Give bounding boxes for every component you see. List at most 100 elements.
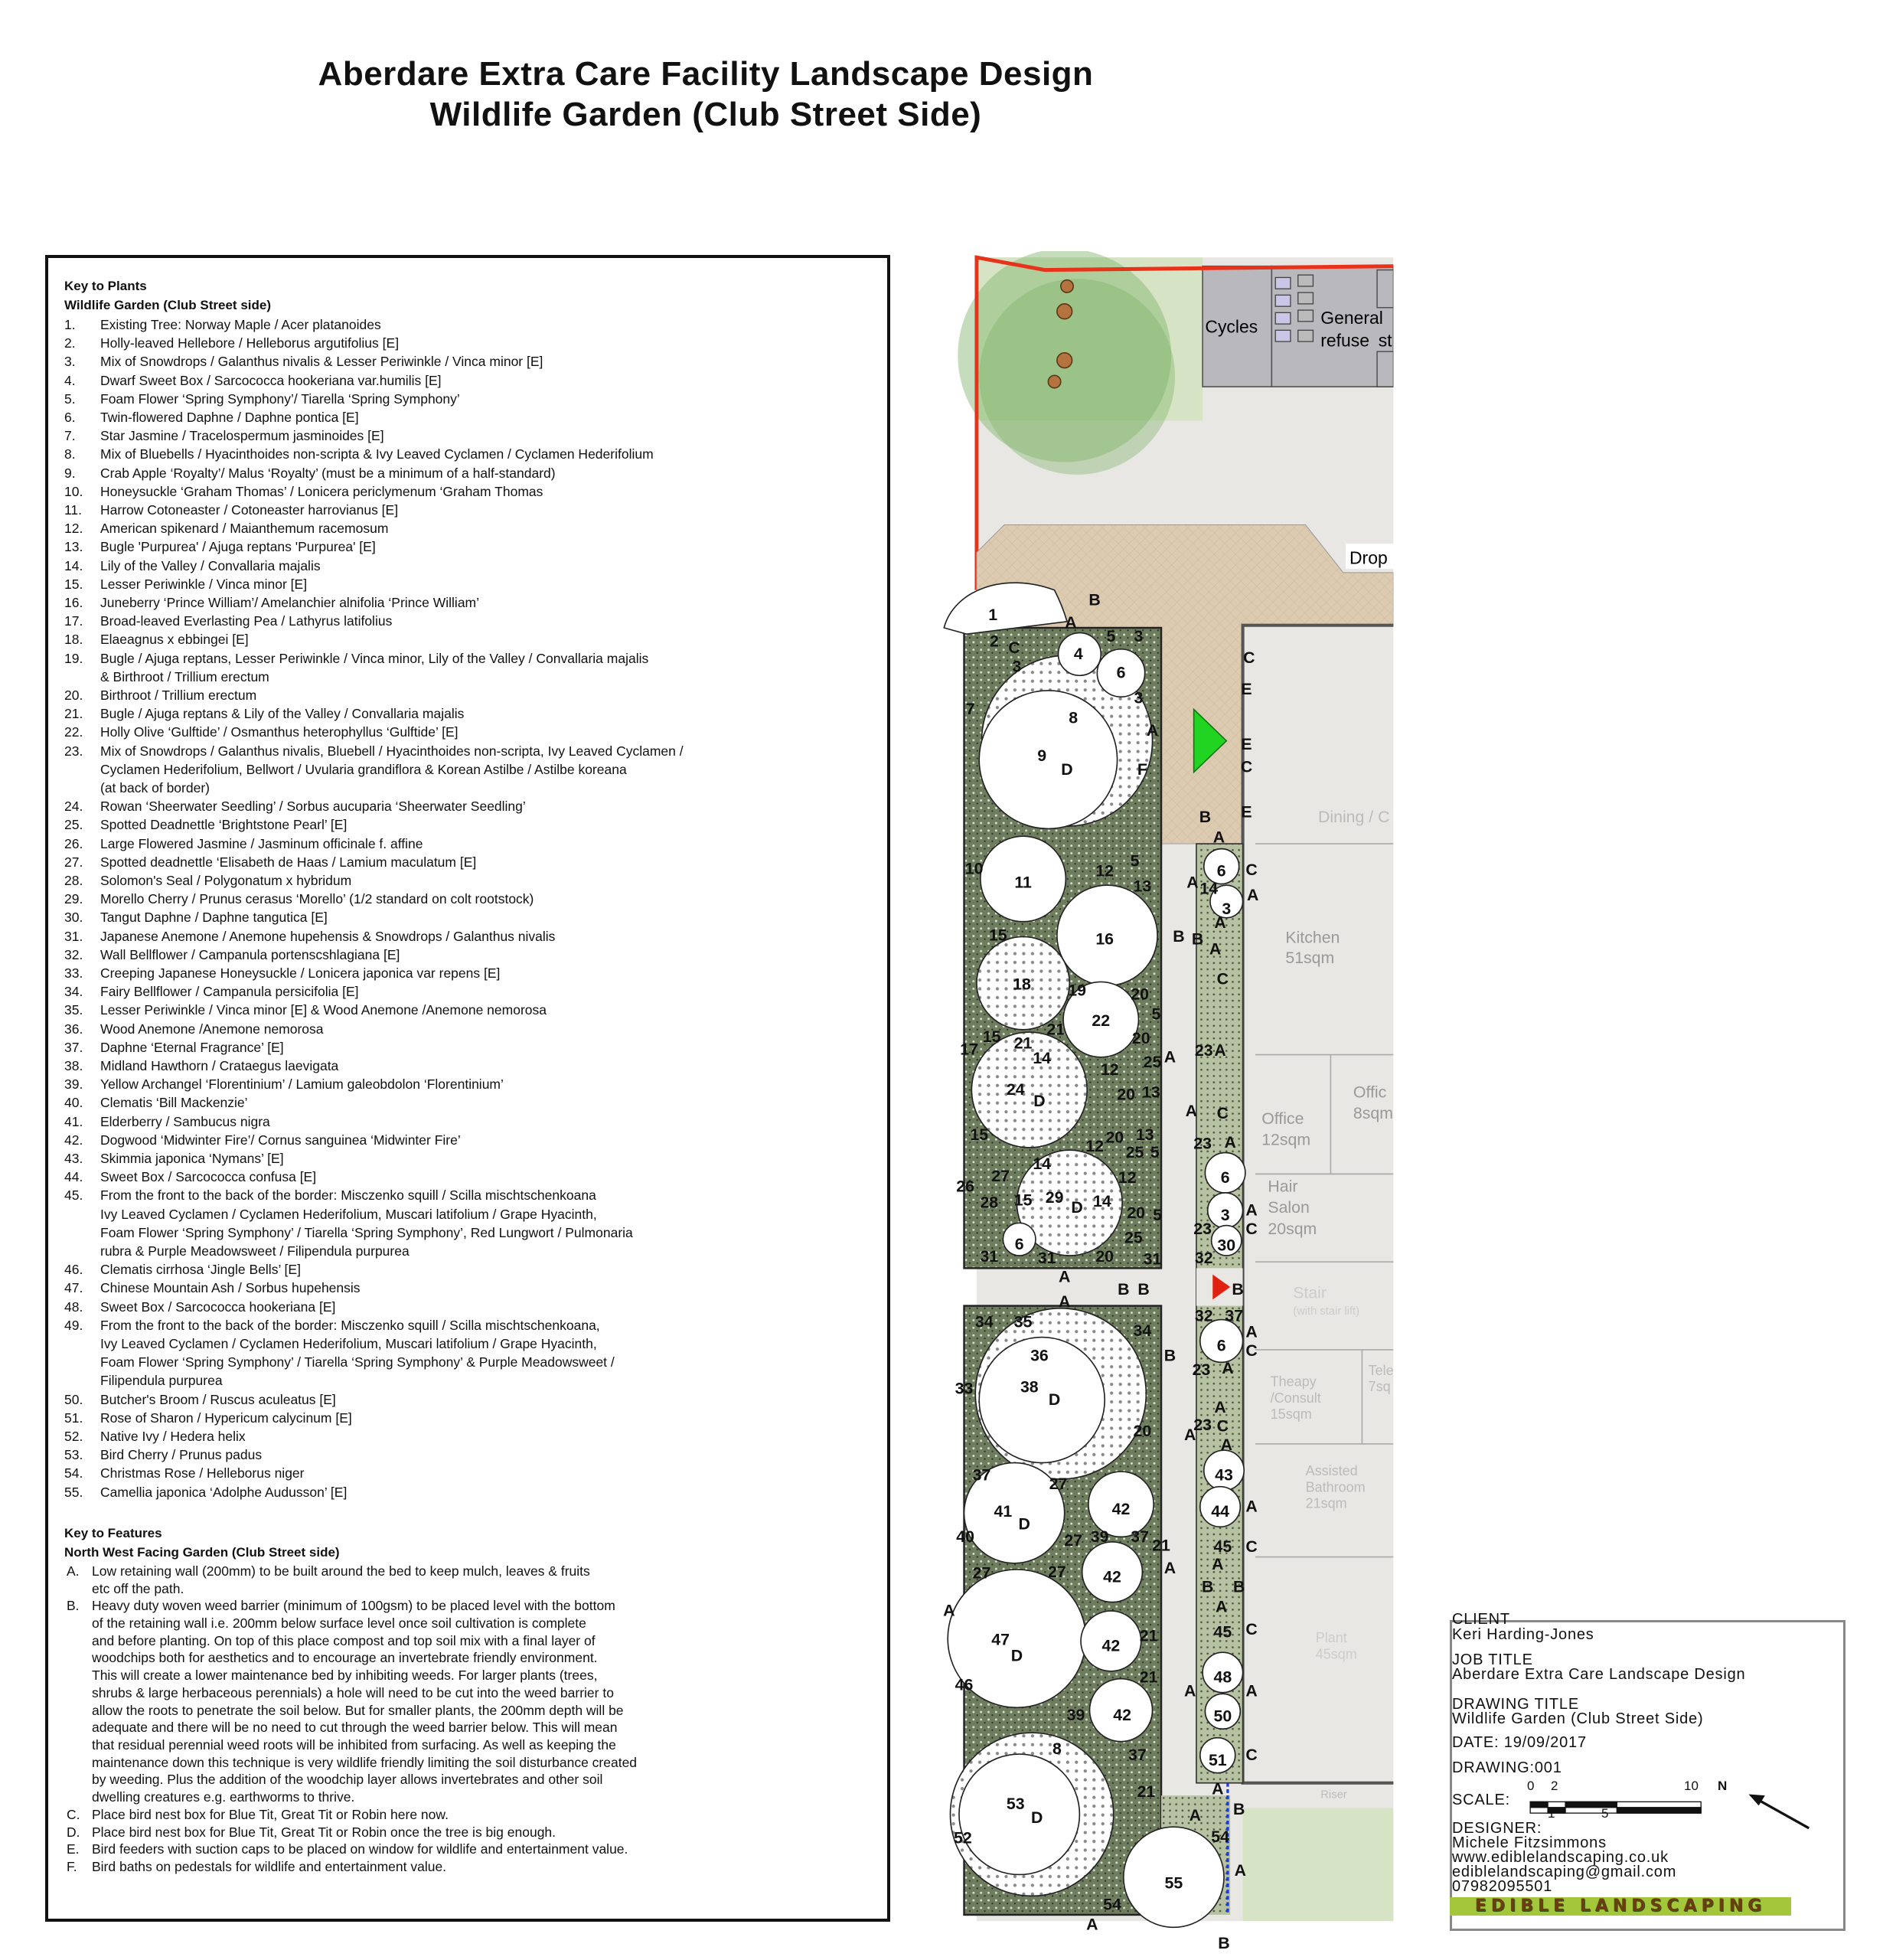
plant-marker-label: 15 bbox=[983, 1027, 1001, 1046]
plant-marker-label: 37 bbox=[1131, 1527, 1149, 1546]
plant-marker-label: 14 bbox=[1093, 1192, 1111, 1210]
plant-marker-label: 12 bbox=[1118, 1168, 1137, 1187]
feature-description: Place bird nest box for Blue Tit, Great … bbox=[92, 1806, 449, 1822]
plant-description: Solomon's Seal / Polygonatum x hybridum bbox=[100, 873, 352, 888]
plant-marker-label: 54 bbox=[1211, 1828, 1229, 1846]
scale-tick-2: 2 bbox=[1551, 1779, 1558, 1793]
plant-marker-label: 3 bbox=[1222, 900, 1231, 918]
plant-description: American spikenard / Maianthemum racemos… bbox=[100, 521, 389, 537]
feature-marker-label: C bbox=[1245, 861, 1257, 879]
feature-description: maintenance down this technique is very … bbox=[92, 1754, 638, 1770]
plant-marker-label: 23 bbox=[1193, 1361, 1211, 1379]
plant-marker-label: 13 bbox=[1142, 1083, 1160, 1101]
feature-marker-label: A bbox=[1186, 1102, 1197, 1120]
designer-website: www.ediblelandscaping.co.uk bbox=[1452, 1849, 1669, 1866]
plant-number: 7. bbox=[64, 428, 76, 444]
plant-marker-label: 20 bbox=[1131, 985, 1149, 1003]
feature-marker-label: C bbox=[1217, 1104, 1229, 1122]
plant-marker-label: 30 bbox=[1217, 1236, 1235, 1254]
label-dining: Dining / C bbox=[1318, 808, 1390, 826]
plant-number: 52. bbox=[64, 1429, 83, 1444]
feature-marker-label: A bbox=[1245, 1200, 1257, 1219]
feature-marker-label: A bbox=[1065, 613, 1076, 632]
plant-description: Dogwood ‘Midwinter Fire’/ Cornus sanguin… bbox=[100, 1132, 461, 1148]
feature-marker-label: B bbox=[1218, 1934, 1229, 1952]
plant-description: Wood Anemone /Anemone nemorosa bbox=[100, 1021, 324, 1037]
entrance-marker-green bbox=[1193, 707, 1228, 774]
plant-marker-label: 31 bbox=[1144, 1250, 1162, 1268]
plant-number: 51. bbox=[64, 1410, 83, 1426]
plant-number: 30. bbox=[64, 910, 83, 926]
feature-description: by weeding. Plus the addition of the woo… bbox=[92, 1772, 603, 1788]
feature-marker-label: C bbox=[1245, 1537, 1257, 1556]
tree-trunk bbox=[1047, 374, 1062, 389]
feature-description: adequate and there will be no need to cu… bbox=[92, 1720, 618, 1736]
plant-description: Lesser Periwinkle / Vinca minor [E] & Wo… bbox=[100, 1002, 547, 1018]
feature-marker-label: D bbox=[1033, 1092, 1045, 1110]
feature-marker-label: E bbox=[1241, 680, 1252, 698]
plant-number: 5. bbox=[64, 390, 76, 407]
plant-number: 47. bbox=[64, 1280, 83, 1296]
plant-number: 23. bbox=[64, 743, 83, 759]
plant-number: 18. bbox=[64, 632, 83, 648]
label-bathroom: Bathroom bbox=[1306, 1479, 1366, 1494]
plant-description: Christmas Rose / Helleborus niger bbox=[100, 1465, 305, 1481]
plant-marker-label: 25 bbox=[1126, 1143, 1144, 1161]
plant-marker-label: 14 bbox=[1199, 880, 1218, 898]
plant-number: 49. bbox=[64, 1317, 83, 1333]
plant-marker-label: 32 bbox=[1195, 1306, 1213, 1325]
label-office-area: 12sqm bbox=[1261, 1131, 1310, 1149]
label-salon: Salon bbox=[1268, 1198, 1309, 1217]
key-panel bbox=[45, 255, 890, 1922]
plant-marker-label: 16 bbox=[1095, 929, 1114, 948]
label-office-small: Offic bbox=[1353, 1083, 1387, 1101]
plant-number: 15. bbox=[64, 576, 83, 592]
plant-description: (at back of border) bbox=[100, 779, 210, 795]
plant-marker-label: 46 bbox=[955, 1675, 974, 1694]
feature-marker-label: A bbox=[1086, 1916, 1098, 1934]
plant-number: 43. bbox=[64, 1151, 83, 1166]
plant-marker-label: 42 bbox=[1103, 1567, 1121, 1586]
feature-marker-label: C bbox=[1217, 1417, 1229, 1436]
feature-marker-label: A bbox=[1209, 939, 1221, 958]
plant-marker-label: 53 bbox=[1007, 1795, 1025, 1813]
bins bbox=[1274, 269, 1394, 387]
feature-marker-label: C bbox=[1245, 1220, 1257, 1238]
feature-marker-label: D bbox=[1049, 1390, 1060, 1409]
feature-marker-label: A bbox=[1184, 1682, 1196, 1700]
feature-marker-label: A bbox=[943, 1602, 955, 1620]
scale-bar bbox=[1529, 1801, 1702, 1814]
plant-marker-label: 24 bbox=[1007, 1080, 1025, 1099]
feature-marker-label: A bbox=[1214, 1041, 1225, 1060]
plant-description: Bugle / Ajuga reptans & Lily of the Vall… bbox=[100, 706, 465, 722]
page-title: Aberdare Extra Care Facility Landscape D… bbox=[318, 55, 1094, 93]
plant-marker-label: 27 bbox=[973, 1563, 991, 1582]
plant-marker-label: 8 bbox=[1069, 709, 1078, 727]
feature-description: etc off the path. bbox=[92, 1580, 184, 1596]
plant-number: 46. bbox=[64, 1262, 83, 1278]
plant-marker-label: 6 bbox=[1015, 1235, 1024, 1253]
feature-letter: B. bbox=[67, 1598, 80, 1614]
plant-number: 39. bbox=[64, 1076, 83, 1093]
plant-marker-label: 27 bbox=[1049, 1475, 1068, 1493]
feature-description: woodchips both for aesthetics and to enc… bbox=[92, 1650, 598, 1666]
plant-number: 21. bbox=[64, 706, 83, 722]
plant-description: Bugle / Ajuga reptans, Lesser Periwinkle… bbox=[100, 650, 649, 666]
plant-marker-label: 21 bbox=[1137, 1782, 1155, 1801]
feature-description: dwelling creatures e.g. earthworms to th… bbox=[92, 1789, 355, 1805]
plant-description: Native Ivy / Hedera helix bbox=[100, 1429, 246, 1444]
feature-letter: C. bbox=[67, 1806, 80, 1822]
plant-description: Foam Flower ‘Spring Symphony’ / Tiarella… bbox=[100, 1224, 633, 1240]
plant-description: From the front to the back of the border… bbox=[100, 1317, 600, 1333]
plant-marker-label: 14 bbox=[1033, 1049, 1051, 1067]
plant-description: Clematis cirrhosa ‘Jingle Bells’ [E] bbox=[100, 1262, 301, 1278]
label-salon-area: 20sqm bbox=[1268, 1220, 1317, 1238]
plant-description: Daphne ‘Eternal Fragrance’ [E] bbox=[100, 1039, 284, 1055]
plant-number: 53. bbox=[64, 1447, 83, 1463]
feature-marker-label: A bbox=[1184, 1426, 1196, 1444]
feature-marker-label: B bbox=[1173, 927, 1184, 946]
feature-marker-label: B bbox=[1233, 1800, 1245, 1818]
plant-marker-label: 12 bbox=[1101, 1060, 1119, 1079]
feature-marker-label: A bbox=[1214, 1398, 1225, 1416]
feature-marker-label: A bbox=[1186, 873, 1198, 891]
